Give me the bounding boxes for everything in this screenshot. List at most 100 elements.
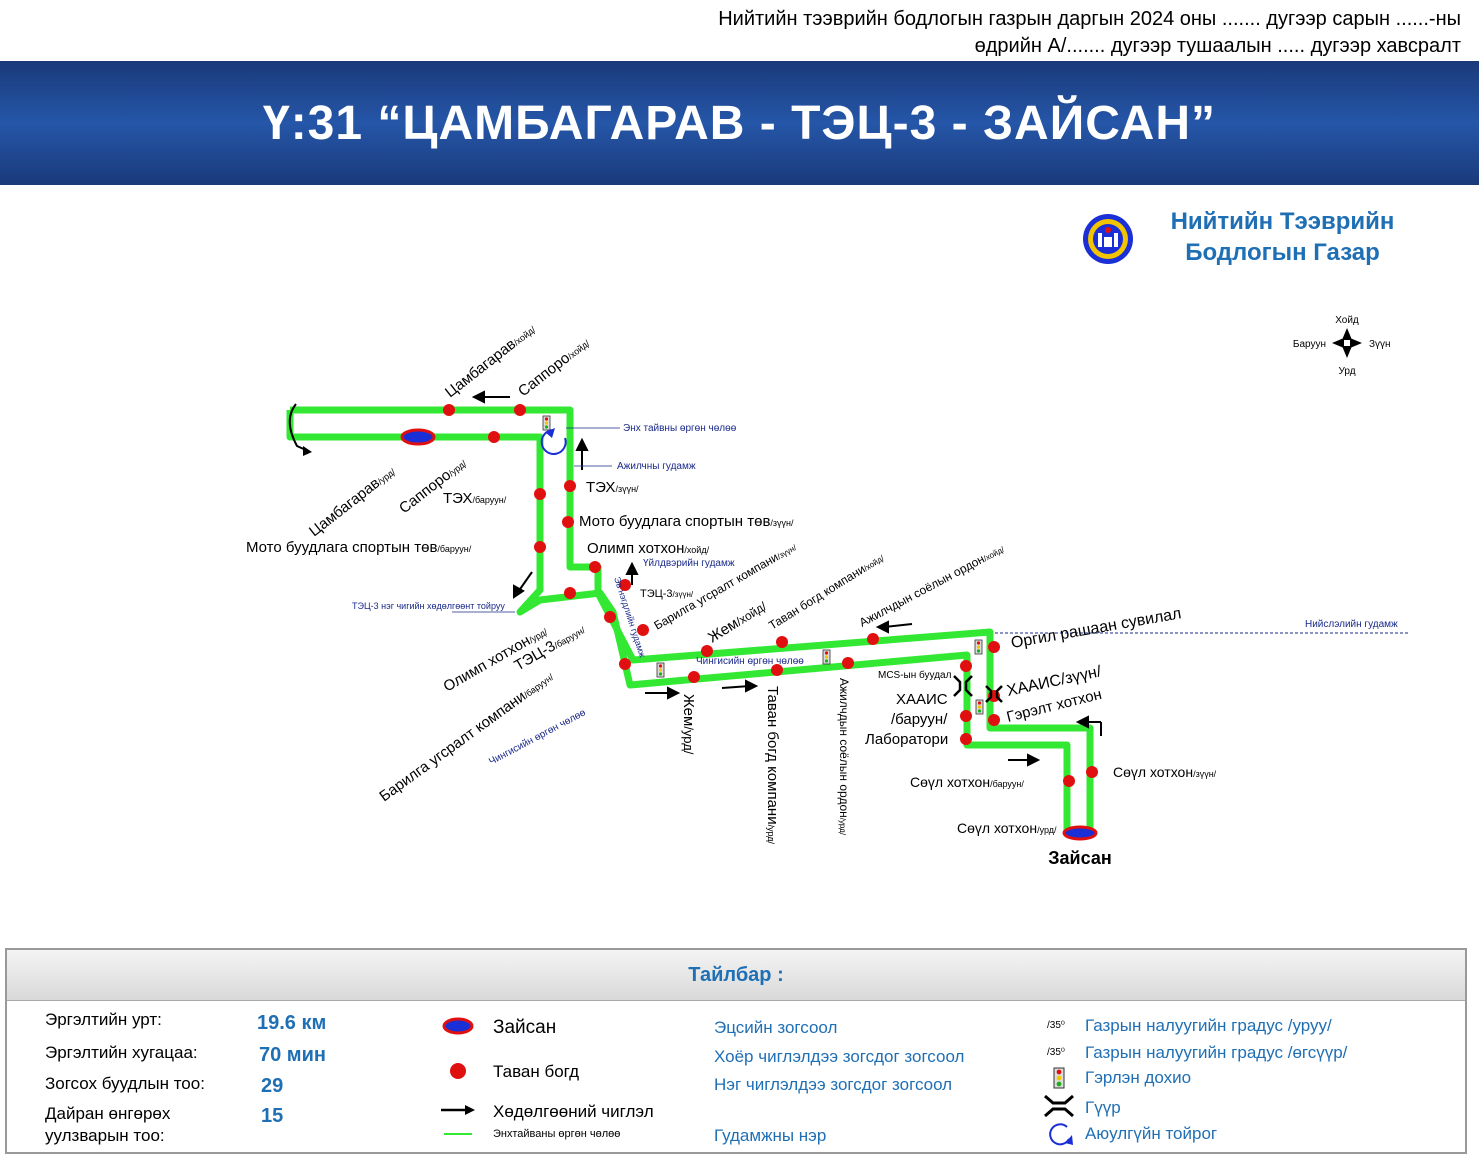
legend-panel: Тайлбар : Эргэлтийн урт: 19.6 км Эргэлти…	[5, 948, 1467, 1154]
junctions-label-2: уулзварын тоо:	[45, 1126, 165, 1145]
stop-dot	[842, 657, 854, 669]
bridge-icons	[953, 675, 1003, 703]
stop-label: Ажилчдын соёлын ордон/урд/	[837, 678, 851, 836]
stop-label: Оргил рашаан сувилал	[1010, 605, 1183, 652]
direction-arrows	[471, 390, 1102, 767]
terminal-zaisan-label: Зайсан	[1048, 848, 1111, 868]
bridge-legend-icon	[1044, 1094, 1074, 1118]
terminal-legend-icon	[442, 1017, 474, 1035]
legend-traffic-light: Гэрлэн дохио	[1085, 1068, 1192, 1087]
street-tets3-turn: ТЭЦ-3 нэг чигийн хөдөлгөөнт тойруу	[352, 601, 505, 611]
legend-one-way-stop: Нэг чиглэлдээ зогсдог зогсоол	[714, 1075, 953, 1094]
stop-label: Сөүл хотхон/урд/	[957, 820, 1057, 836]
junctions-label-1: Дайран өнгөрөх	[45, 1104, 171, 1123]
stops-count-value: 29	[261, 1075, 284, 1097]
stop-dot	[988, 714, 1000, 726]
header-line-2: өдрийн А/....... дугээр тушаалын ..... д…	[974, 35, 1461, 57]
length-label: Эргэлтийн урт:	[45, 1010, 162, 1029]
stop-dot	[988, 641, 1000, 653]
stop-label: Цамбагарав/урд/	[306, 462, 399, 540]
stop-dot	[637, 624, 649, 636]
street-enkh-taivan: Энх тайвны өргөн чөлөө	[623, 423, 737, 434]
compass-east: Зүүн	[1369, 339, 1391, 350]
legend-slope-down: Газрын налуугийн градус /уруу/	[1085, 1016, 1332, 1035]
terminal-zaisan	[1062, 825, 1098, 841]
stop-label: Олимп хотхон/хойд/	[587, 540, 710, 557]
stop-dot	[701, 645, 713, 657]
stop-dot	[960, 710, 972, 722]
street-ajilchny: Ажилчны гудамж	[617, 461, 696, 472]
traffic-lights	[542, 415, 984, 715]
duration-label: Эргэлтийн хугацаа:	[45, 1043, 198, 1062]
stop-label: Мото буудлага спортын төв/баруун/	[246, 539, 472, 556]
traffic-light-icon	[975, 699, 984, 715]
slope-mark-down: /35⁰	[1047, 1020, 1065, 1031]
stop-dot	[619, 658, 631, 670]
stop-dot	[867, 633, 879, 645]
arrow-legend-icon	[441, 1105, 475, 1115]
compass-north: Хойд	[1335, 315, 1359, 326]
legend-stop: Таван богд	[493, 1062, 580, 1081]
stop-dot	[443, 404, 455, 416]
route-legend-icon	[444, 1133, 472, 1135]
header-line-1: Нийтийн тээврийн бодлогын газрын даргын …	[718, 8, 1461, 30]
stop-label: Мото буудлага спортын төв/зүүн/	[579, 513, 794, 530]
duration-value: 70 мин	[259, 1044, 326, 1066]
safe-turn-legend-icon	[1049, 1123, 1073, 1146]
stop-label: Сөүл хотхон/зүүн/	[1113, 764, 1217, 780]
legend-header: Тайлбар :	[7, 950, 1465, 1001]
stops-count-label: Зогсох буудлын тоо:	[45, 1074, 205, 1093]
stop-dot	[564, 480, 576, 492]
legend-direction: Хөдөлгөөний чиглэл	[493, 1102, 654, 1121]
stop-legend-icon	[450, 1063, 466, 1079]
stop-label: Жем/урд/	[680, 694, 697, 755]
bridge-icon	[985, 685, 1003, 703]
org-name-line-1: Нийтийн Тээврийн	[1170, 208, 1395, 235]
stop-label: Саппоро/хойд/	[515, 334, 593, 400]
traffic-light-icon	[656, 662, 665, 678]
stop-label: /баруун/	[891, 711, 948, 728]
stop-dot	[960, 733, 972, 745]
stop-label: Саппоро/урд/	[396, 454, 470, 517]
compass: Хойд Урд Баруун Зүүн	[1293, 315, 1391, 377]
stop-dot	[534, 488, 546, 500]
stop-label: ТЭЦ-3/зүүн/	[640, 588, 694, 600]
stop-dot	[589, 561, 601, 573]
stop-label: ХААИС	[896, 691, 948, 708]
stop-label: Жем/хойд/	[705, 597, 770, 646]
traffic-light-legend-icon	[1053, 1067, 1065, 1089]
stop-dot	[562, 516, 574, 528]
legend-end-stop: Эцсийн зогсоол	[714, 1018, 838, 1037]
legend-route: Энхтайваны өргөн чөлөө	[493, 1128, 621, 1140]
org-name-line-2: Бодлогын Газар	[1185, 239, 1380, 266]
stop-dot	[488, 431, 500, 443]
route-title: Ү:31 “ЦАМБАГАРАВ - ТЭЦ-3 - ЗАЙСАН”	[263, 96, 1216, 150]
stop-label: Лаборатори	[865, 731, 948, 748]
compass-west: Баруун	[1293, 339, 1326, 350]
stop-dot	[688, 671, 700, 683]
stop-dot	[776, 636, 788, 648]
safe-turn-icon	[540, 429, 567, 455]
compass-south: Урд	[1338, 366, 1355, 377]
org-logo-icon	[1083, 214, 1133, 264]
stop-labels: Цамбагарав/хойд/ Саппоро/хойд/ Цамбагара…	[246, 324, 1217, 844]
street-chingis-1: Чингисийн өргөн чөлөө	[696, 656, 804, 667]
stops	[443, 404, 1098, 787]
traffic-light-icon	[974, 639, 983, 655]
stop-label: MCS-ын буудал	[878, 669, 952, 681]
length-value: 19.6 км	[257, 1012, 327, 1034]
stop-label: ТЭХ/зүүн/	[586, 479, 639, 496]
legend-safe-turn: Аюулгүйн тойрог	[1085, 1124, 1218, 1143]
junctions-value: 15	[261, 1105, 284, 1127]
stop-dot	[619, 579, 631, 591]
slope-mark-up: /35⁰	[1047, 1047, 1065, 1058]
traffic-light-icon	[542, 415, 551, 431]
route-banner: Ү:31 “ЦАМБАГАРАВ - ТЭЦ-3 - ЗАЙСАН”	[0, 61, 1479, 185]
stop-dot	[514, 404, 526, 416]
stop-dot	[1063, 775, 1075, 787]
stop-dot	[960, 660, 972, 672]
legend-bridge: Гүүр	[1085, 1098, 1121, 1117]
stop-dot	[534, 541, 546, 553]
terminal-tsambagarav	[400, 428, 436, 446]
stop-dot	[771, 664, 783, 676]
